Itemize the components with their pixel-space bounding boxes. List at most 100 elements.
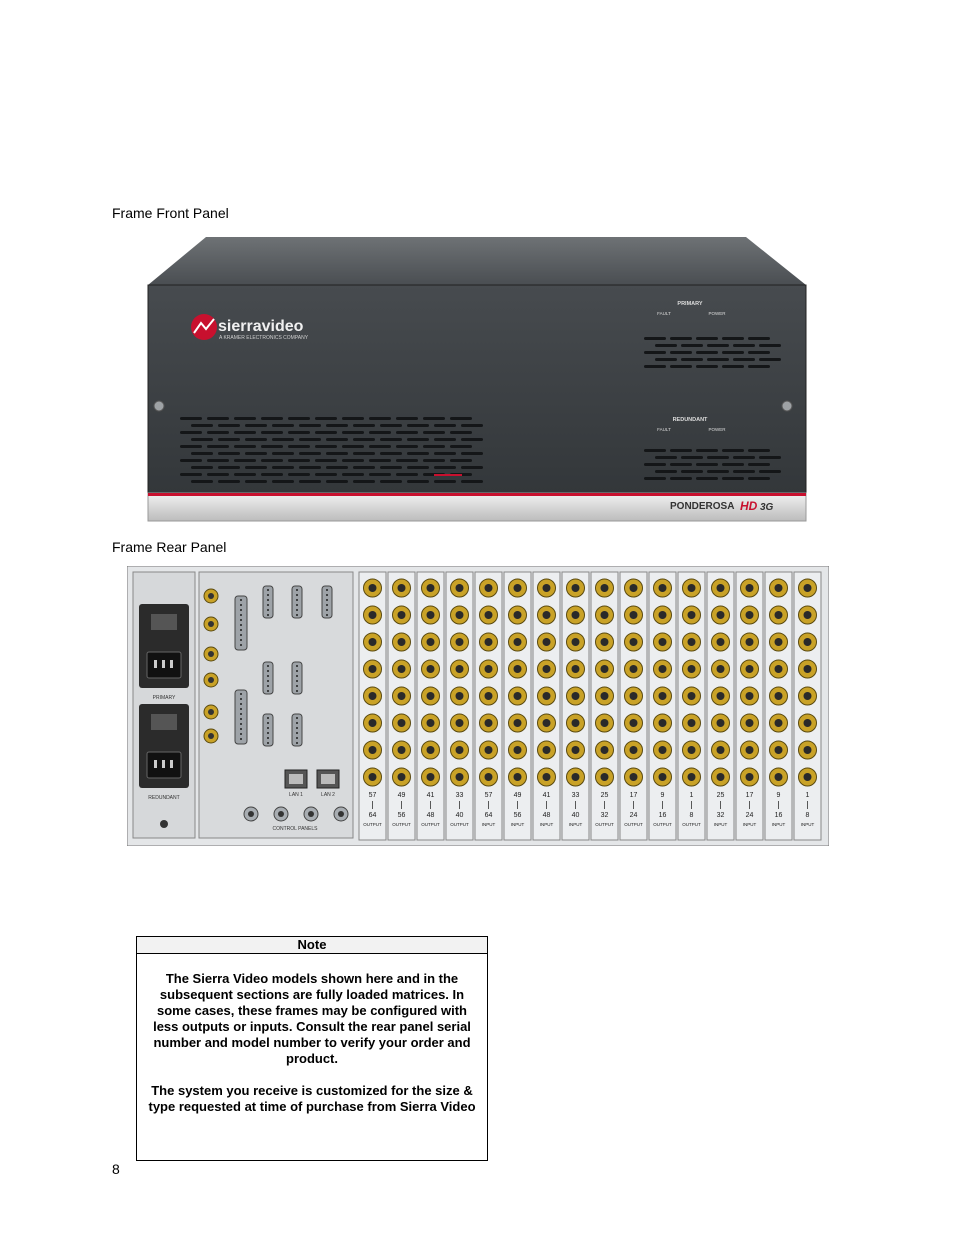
bnc-center: [687, 611, 696, 619]
vent-slot: [218, 424, 240, 427]
bnc-center: [208, 593, 214, 599]
card-range-start: 49: [398, 792, 406, 799]
vent-slot: [207, 473, 229, 476]
vent-slot: [407, 466, 429, 469]
dsub-pin: [296, 589, 298, 591]
bnc-center: [803, 665, 812, 673]
card-type-label: OUTPUT: [595, 822, 614, 827]
dsub-pin: [240, 733, 242, 735]
vent-slot: [234, 445, 256, 448]
vent-slot: [396, 473, 418, 476]
dsub-pin: [267, 609, 269, 611]
redundant-fault-label: FAULT: [657, 427, 671, 432]
card-range-end: 48: [543, 812, 551, 819]
lan-2-label: LAN 2: [321, 792, 335, 798]
vent-slot: [655, 344, 677, 347]
bnc-center: [658, 584, 667, 592]
brand-name: sierravideo: [218, 318, 304, 335]
bnc-center: [745, 584, 754, 592]
bnc-center: [629, 773, 638, 781]
vent-slot: [450, 459, 472, 462]
vent-slot: [434, 452, 456, 455]
dsub-pin: [240, 634, 242, 636]
vent-slot: [644, 449, 666, 452]
note-paragraph-2: The system you receive is customized for…: [148, 1083, 476, 1114]
dsub-pin: [240, 644, 242, 646]
vent-slot: [191, 438, 213, 441]
card-type-label: OUTPUT: [450, 822, 469, 827]
bnc-center: [600, 773, 609, 781]
bnc-center: [745, 665, 754, 673]
bnc-center: [571, 638, 580, 646]
bnc-center: [513, 611, 522, 619]
vent-slot: [644, 463, 666, 466]
vent-slot: [681, 358, 703, 361]
bnc-center: [513, 719, 522, 727]
bnc-center: [774, 638, 783, 646]
bnc-center: [397, 692, 406, 700]
vent-slot: [369, 459, 391, 462]
dsub-pin: [240, 639, 242, 641]
vent-slot: [423, 445, 445, 448]
bnc-center: [571, 584, 580, 592]
vent-slot: [759, 344, 781, 347]
bnc-center: [571, 746, 580, 754]
card-type-label: INPUT: [482, 822, 496, 827]
dsub-pin: [267, 594, 269, 596]
bnc-center: [658, 773, 667, 781]
bnc-center: [745, 638, 754, 646]
bnc-center: [368, 746, 377, 754]
vent-slot: [288, 445, 310, 448]
dsub-pin: [267, 670, 269, 672]
dsub-pin: [326, 589, 328, 591]
bnc-center: [455, 584, 464, 592]
bnc-center: [745, 773, 754, 781]
bnc-center: [629, 584, 638, 592]
bnc-center: [774, 719, 783, 727]
dsub-pin: [267, 665, 269, 667]
vent-slot: [722, 477, 744, 480]
dsub-pin: [267, 599, 269, 601]
vent-slot: [299, 424, 321, 427]
dsub-port: [262, 585, 274, 619]
bnc-center: [513, 638, 522, 646]
dsub-pin: [267, 589, 269, 591]
rear-panel-image: PRIMARY REDUNDANT LAN 1 LAN 2 CONTROL PA…: [127, 566, 829, 846]
dsub-pin: [296, 614, 298, 616]
card-range-end: 24: [746, 812, 754, 819]
vent-slot: [299, 452, 321, 455]
dsub-pin: [240, 738, 242, 740]
dsub-pin: [296, 594, 298, 596]
vent-slot: [461, 452, 483, 455]
bnc-center: [397, 746, 406, 754]
card-range-start: 1: [806, 792, 810, 799]
vent-slot: [191, 424, 213, 427]
dsub-pin: [267, 732, 269, 734]
bnc-center: [716, 638, 725, 646]
card-range-start: 41: [427, 792, 435, 799]
vent-slot: [234, 431, 256, 434]
vent-slot: [245, 452, 267, 455]
card-range-end: 32: [717, 812, 725, 819]
bnc-center: [397, 665, 406, 673]
bnc-center: [484, 746, 493, 754]
vent-slot: [670, 365, 692, 368]
ground-screw: [160, 820, 168, 828]
front-panel-caption: Frame Front Panel: [112, 205, 229, 221]
bnc-center: [455, 746, 464, 754]
dsub-port: [262, 713, 274, 747]
page-number: 8: [112, 1161, 120, 1177]
bnc-center: [629, 638, 638, 646]
bnc-center: [455, 719, 464, 727]
card-range-start: 1: [690, 792, 694, 799]
bnc-center: [571, 719, 580, 727]
card-range-end: 56: [514, 812, 522, 819]
card-type-label: INPUT: [569, 822, 583, 827]
vent-slot: [681, 344, 703, 347]
vent-slot: [434, 480, 456, 483]
vent-slot: [315, 417, 337, 420]
bnc-center: [803, 746, 812, 754]
dsub-port: [291, 661, 303, 695]
reference-bnc-group: [203, 588, 219, 744]
card-range-end: 48: [427, 812, 435, 819]
